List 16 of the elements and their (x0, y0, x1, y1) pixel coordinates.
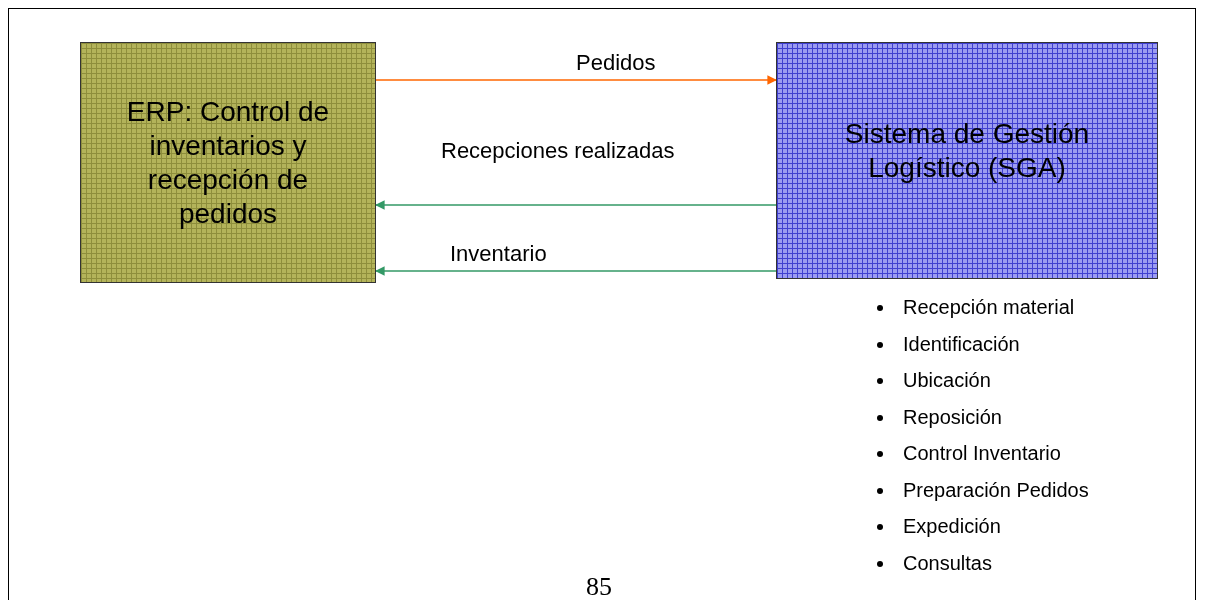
bullet-item: Preparación Pedidos (903, 478, 1089, 502)
system-box (776, 42, 1158, 279)
system-box (80, 42, 376, 283)
bullet-item: Reposición (903, 405, 1002, 429)
page-number: 85 (586, 572, 612, 600)
bullet-item: Ubicación (903, 369, 991, 392)
bullet-item: Control Inventario (903, 442, 1061, 465)
bullet-item: Expedición (903, 515, 1001, 538)
bullet-item: Consultas (903, 551, 992, 575)
arrow (375, 200, 777, 210)
box-title: ERP: Control de inventarios y recepción de pedidos (125, 94, 331, 231)
box-title: Sistema de Gestión Logístico (SGA) (843, 116, 1091, 185)
bullet-item: Identificación (903, 332, 1020, 356)
arrow (375, 75, 777, 85)
bullet-item: Recepción material (903, 296, 1075, 319)
arrow (375, 266, 777, 276)
